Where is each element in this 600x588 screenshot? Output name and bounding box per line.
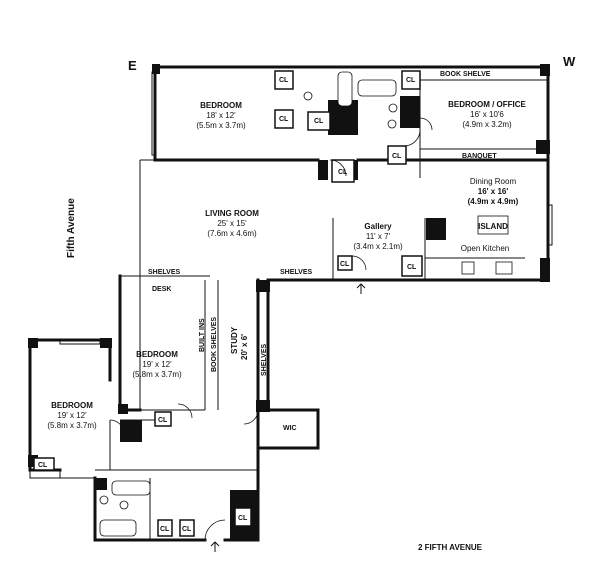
closets xyxy=(33,70,423,537)
closet-labels: CL CL CL CL CL CL CL CL CL CL CL CL CL xyxy=(38,77,417,533)
exterior-walls xyxy=(28,65,550,542)
cl-5: CL xyxy=(392,153,402,160)
columns xyxy=(28,64,550,540)
gallery-size: 11' x 7' xyxy=(366,232,391,241)
cl-13: CL xyxy=(238,515,248,522)
bedroom-mid-name: BEDROOM xyxy=(136,350,178,359)
living-size: 25' x 15' xyxy=(217,219,247,228)
gallery-metric: (3.4m x 2.1m) xyxy=(353,242,403,251)
cl-2: CL xyxy=(279,116,289,123)
cl-9: CL xyxy=(38,462,48,469)
cl-3: CL xyxy=(314,118,324,125)
bedroom-left-name: BEDROOM xyxy=(51,401,93,410)
island-label: ISLAND xyxy=(478,222,508,231)
cl-8: CL xyxy=(407,264,417,271)
cl-1: CL xyxy=(279,77,289,84)
study-size: 20' x 6' xyxy=(240,334,249,360)
cl-4: CL xyxy=(406,77,416,84)
bedroom-left-size: 19' x 12' xyxy=(57,411,87,420)
cl-6: CL xyxy=(338,169,348,176)
shelves-label-right: SHELVES xyxy=(280,269,312,276)
bedroom-top-name: BEDROOM xyxy=(200,101,242,110)
shelves-label-left: SHELVES xyxy=(148,269,180,276)
cl-10: CL xyxy=(158,417,168,424)
bedroom-office-size: 16' x 10'6 xyxy=(470,110,504,119)
windows xyxy=(59,71,553,345)
bedroom-top-metric: (5.5m x 3.7m) xyxy=(196,121,246,130)
book-shelves-label: BOOK SHELVES xyxy=(211,317,218,372)
dining-metric: (4.9m x 4.9m) xyxy=(468,197,519,206)
study-name: STUDY xyxy=(230,326,239,354)
entry-arrows xyxy=(210,283,366,552)
bedroom-mid-size: 19' x 12' xyxy=(142,360,172,369)
study-shelves-label: SHELVES xyxy=(261,344,268,376)
interior-walls xyxy=(95,79,548,540)
building-name: 2 FIFTH AVENUE xyxy=(418,543,483,552)
kitchen-label: Open Kitchen xyxy=(461,244,509,253)
wic-label: WIC xyxy=(283,425,297,432)
compass-east: E xyxy=(128,58,137,73)
street-label: Fifth Avenue xyxy=(66,198,77,258)
bedroom-mid-metric: (5.8m x 3.7m) xyxy=(132,370,182,379)
bedroom-office-name: BEDROOM / OFFICE xyxy=(448,100,526,109)
cl-7: CL xyxy=(340,261,350,268)
desk-label: DESK xyxy=(152,286,171,293)
living-name: LIVING ROOM xyxy=(205,209,259,218)
bedroom-office-metric: (4.9m x 3.2m) xyxy=(462,120,512,129)
cl-12: CL xyxy=(182,526,192,533)
bedroom-left-metric: (5.8m x 3.7m) xyxy=(47,421,97,430)
compass-west: W xyxy=(563,54,576,69)
gallery-name: Gallery xyxy=(364,222,392,231)
cl-11: CL xyxy=(160,526,170,533)
banquet-label: BANQUET xyxy=(462,153,497,160)
living-metric: (7.6m x 4.6m) xyxy=(207,229,257,238)
built-ins-label: BUILT INS xyxy=(199,318,206,352)
doors xyxy=(109,117,433,541)
bedroom-top-size: 18' x 12' xyxy=(206,111,236,120)
bath-fixtures xyxy=(99,71,513,537)
dining-size: 16' x 16' xyxy=(478,187,509,196)
book-shelve-label: BOOK SHELVE xyxy=(440,71,491,78)
dining-name: Dining Room xyxy=(470,177,517,186)
